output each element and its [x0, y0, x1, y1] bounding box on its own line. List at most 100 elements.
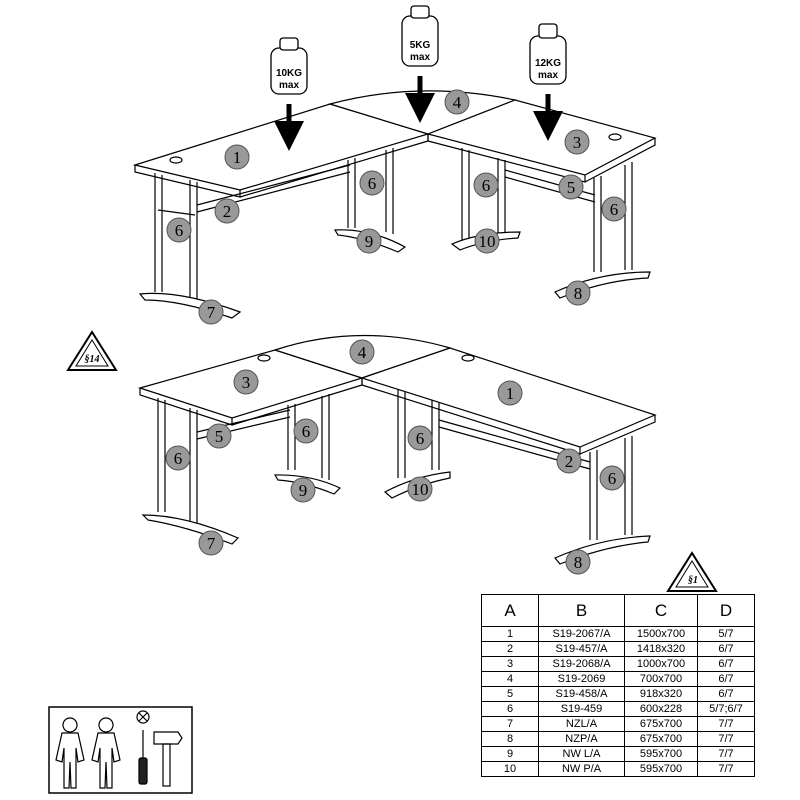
weight-10kg: 10KG max — [270, 37, 308, 151]
middle-desk-diagram — [137, 334, 657, 565]
table-cell: 7/7 — [697, 716, 755, 732]
callout: 4 — [349, 339, 375, 365]
table-cell: S19-457/A — [538, 641, 625, 657]
svg-text:1: 1 — [506, 384, 515, 403]
weight-5kg-unit: max — [410, 52, 430, 63]
screwdriver-icon — [138, 730, 148, 785]
svg-text:5: 5 — [567, 178, 576, 197]
svg-text:7: 7 — [207, 303, 216, 322]
callout: 2 — [214, 198, 240, 224]
table-header: C — [624, 594, 698, 627]
table-cell: S19-2069 — [538, 671, 625, 687]
table-cell: 6/7 — [697, 641, 755, 657]
table-header: B — [538, 594, 625, 627]
no-drill-icon — [136, 710, 150, 724]
table-cell: 5 — [481, 686, 539, 702]
table-cell: 7/7 — [697, 761, 755, 777]
table-cell: 675x700 — [624, 731, 698, 747]
callout: 7 — [198, 299, 224, 325]
table-cell: 9 — [481, 746, 539, 762]
table-header-row: A B C D — [481, 594, 755, 627]
weight-12kg: 12KG max — [529, 23, 567, 141]
table-cell: 1418x320 — [624, 641, 698, 657]
svg-text:10: 10 — [412, 480, 429, 499]
svg-text:4: 4 — [358, 343, 367, 362]
callout: 1 — [497, 380, 523, 406]
table-cell: 5/7 — [697, 626, 755, 642]
svg-text:5: 5 — [215, 427, 224, 446]
callout: 6 — [473, 172, 499, 198]
table-header: D — [697, 594, 755, 627]
warning-triangle-icon: §1 — [666, 551, 718, 592]
table-cell: 7/7 — [697, 746, 755, 762]
svg-text:6: 6 — [416, 429, 425, 448]
callout: 1 — [224, 144, 250, 170]
svg-text:8: 8 — [574, 553, 583, 572]
weight-10kg-value: 10KG — [276, 68, 302, 79]
table-cell: 595x700 — [624, 761, 698, 777]
table-header: A — [481, 594, 539, 627]
table-cell: 5/7;6/7 — [697, 701, 755, 717]
table-cell: S19-2068/A — [538, 656, 625, 672]
table-cell: 675x700 — [624, 716, 698, 732]
warning-text-14: §14 — [85, 354, 100, 365]
callout: 2 — [556, 448, 582, 474]
callout: 6 — [599, 465, 625, 491]
table-cell: S19-459 — [538, 701, 625, 717]
svg-text:6: 6 — [368, 174, 377, 193]
table-cell: 1 — [481, 626, 539, 642]
callout: 4 — [444, 89, 470, 115]
svg-text:3: 3 — [242, 373, 251, 392]
callout: 6 — [601, 196, 627, 222]
two-person-icon — [55, 717, 121, 789]
svg-text:2: 2 — [565, 452, 574, 471]
callout: 7 — [198, 530, 224, 556]
middle-callouts: 1 2 3 4 5 6 6 6 6 7 8 9 10 — [165, 339, 625, 575]
svg-text:1: 1 — [233, 148, 242, 167]
callout: 8 — [565, 549, 591, 575]
weight-5kg-value: 5KG — [410, 40, 431, 51]
svg-text:8: 8 — [574, 284, 583, 303]
callout: 8 — [565, 280, 591, 306]
callout: 9 — [290, 477, 316, 503]
svg-text:10: 10 — [479, 232, 496, 251]
svg-text:3: 3 — [573, 133, 582, 152]
table-cell: 918x320 — [624, 686, 698, 702]
svg-text:6: 6 — [482, 176, 491, 195]
hammer-icon — [153, 731, 183, 787]
weight-12kg-value: 12KG — [535, 58, 561, 69]
table-cell: 700x700 — [624, 671, 698, 687]
table-cell: 600x228 — [624, 701, 698, 717]
weight-12kg-unit: max — [538, 70, 558, 81]
warning-triangle-icon: §14 — [66, 330, 118, 371]
table-cell: 10 — [481, 761, 539, 777]
callout: 6 — [359, 170, 385, 196]
svg-text:2: 2 — [223, 202, 232, 221]
table-cell: NW P/A — [538, 761, 625, 777]
callout: 10 — [474, 228, 500, 254]
callout: 6 — [166, 217, 192, 243]
callout: 3 — [233, 369, 259, 395]
weight-10kg-unit: max — [279, 80, 299, 91]
table-cell: NZL/A — [538, 716, 625, 732]
table-cell: 1500x700 — [624, 626, 698, 642]
table-cell: 6/7 — [697, 656, 755, 672]
table-cell: S19-2067/A — [538, 626, 625, 642]
svg-text:6: 6 — [302, 422, 311, 441]
svg-text:9: 9 — [299, 481, 308, 500]
callout: 6 — [165, 445, 191, 471]
svg-text:6: 6 — [175, 221, 184, 240]
callout: 6 — [293, 418, 319, 444]
callout: 6 — [407, 425, 433, 451]
